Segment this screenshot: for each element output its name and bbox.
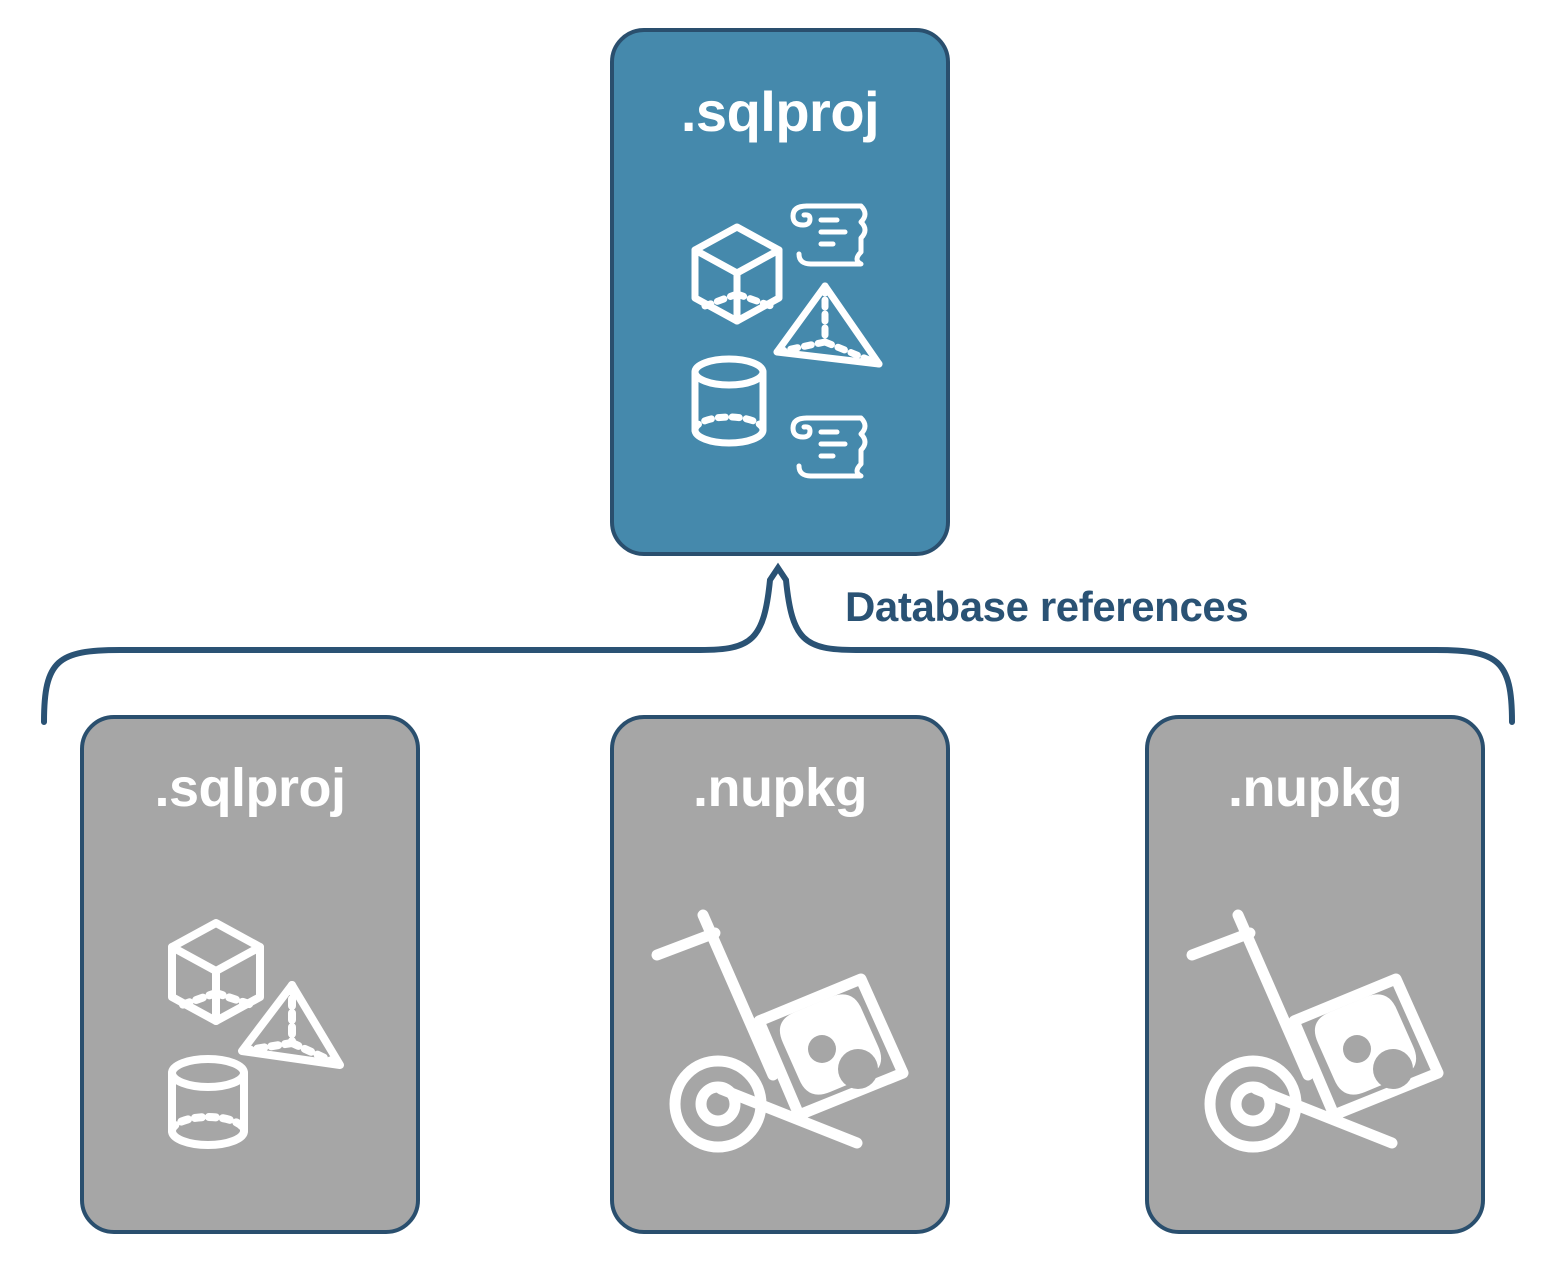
- node-nupkg-1[interactable]: .nupkg: [610, 715, 950, 1234]
- db-objects-icon: [168, 918, 344, 1149]
- bracket-label: Database references: [845, 583, 1249, 630]
- bracket-path: [41, 562, 1515, 725]
- node-sqlproj-root-title: .sqlproj: [680, 80, 880, 143]
- hand-truck-icon: [1186, 909, 1444, 1152]
- scroll-icon: [790, 415, 868, 479]
- node-sqlproj-ref[interactable]: .sqlproj: [80, 715, 420, 1234]
- node-nupkg-2[interactable]: .nupkg: [1145, 715, 1485, 1234]
- node-sqlproj-ref-title: .sqlproj: [154, 758, 346, 818]
- node-sqlproj-root-icon-group: [614, 126, 946, 552]
- pyramid-icon: [773, 282, 883, 368]
- node-sqlproj-ref-icon-group: [84, 825, 416, 1230]
- hand-truck-icon: [651, 909, 909, 1152]
- scroll-icon: [790, 203, 868, 267]
- hand-truck-wheel-icon: [669, 1055, 767, 1152]
- cube-icon: [168, 918, 264, 1025]
- node-sqlproj-root[interactable]: .sqlproj: [610, 28, 950, 556]
- cylinder-icon: [691, 355, 767, 447]
- hand-truck-wheel-icon: [1204, 1055, 1302, 1152]
- node-nupkg-1-title: .nupkg: [693, 758, 867, 818]
- node-nupkg-2-title: .nupkg: [1228, 758, 1402, 818]
- nuget-package-icon: [1288, 973, 1444, 1120]
- node-nupkg-1-icon-group: [614, 825, 946, 1230]
- cylinder-icon: [168, 1054, 248, 1149]
- nuget-package-icon: [753, 973, 909, 1120]
- db-objects-icon: [691, 203, 883, 479]
- pyramid-icon: [238, 980, 344, 1069]
- node-nupkg-2-icon-group: [1149, 825, 1481, 1230]
- cube-icon: [691, 223, 783, 325]
